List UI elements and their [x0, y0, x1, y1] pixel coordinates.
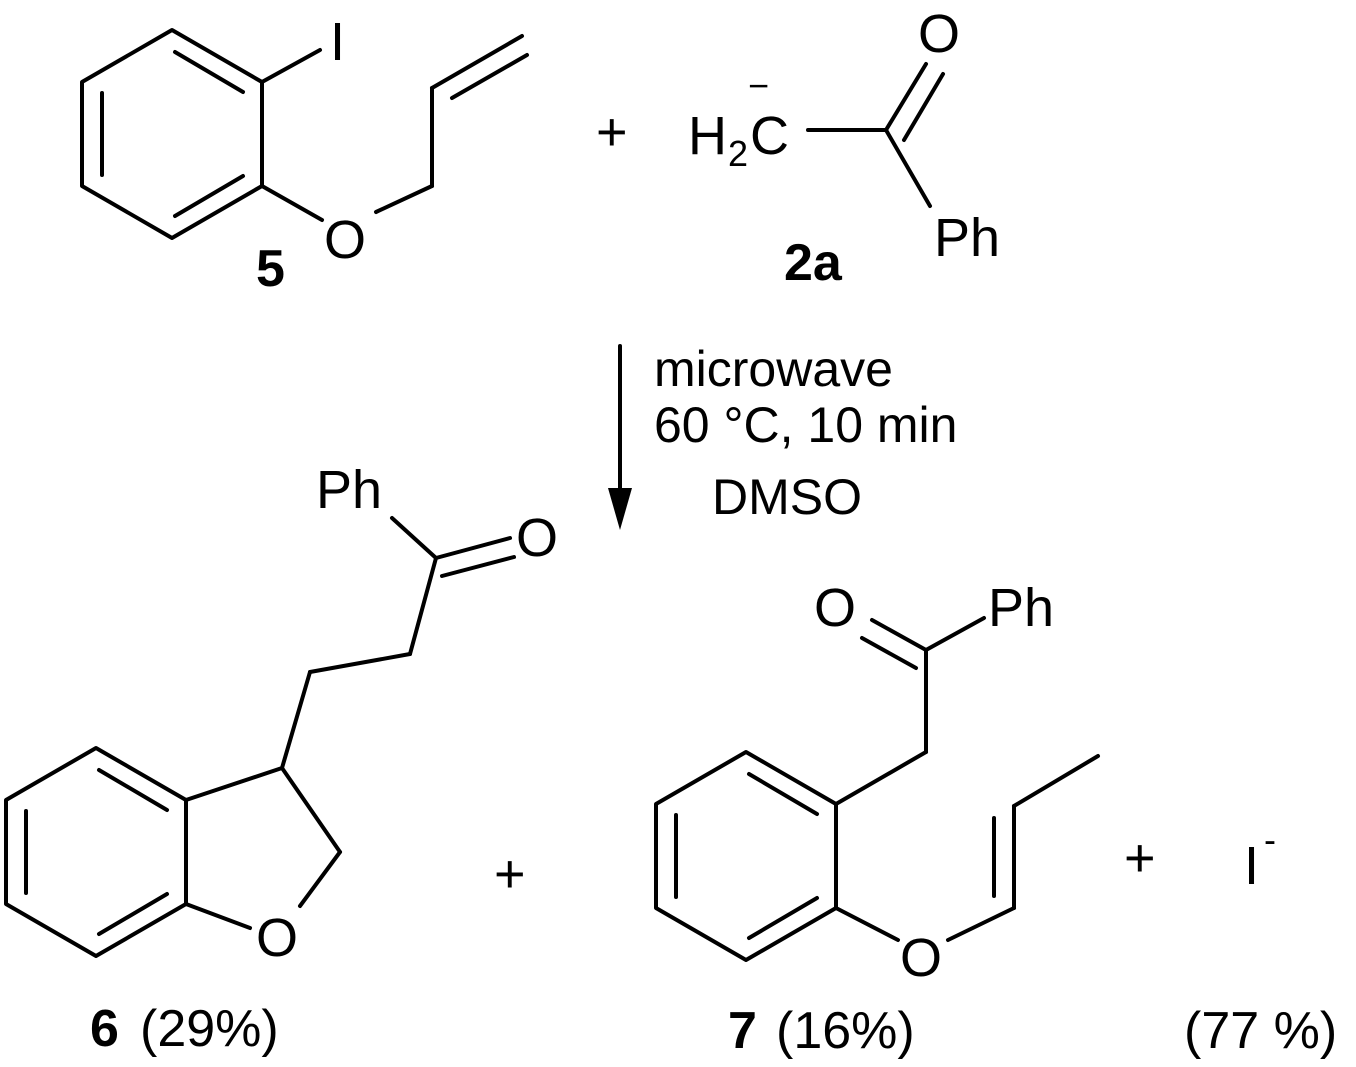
ring-o-bond-7	[834, 906, 900, 942]
carbonyl-double-bond-6	[440, 555, 516, 578]
c-i-bond-5	[260, 48, 322, 84]
iodide-charge: -	[1264, 819, 1276, 860]
carbon-atom-2a: C	[750, 106, 789, 166]
vinyl-methyl-bond-7	[1012, 754, 1100, 808]
compound-label-2a: 2a	[784, 234, 843, 292]
vinyl-double-bond-5	[450, 53, 529, 100]
compound-number-6: 6	[90, 1000, 119, 1058]
o-ch2-bond-5	[374, 184, 434, 214]
benzene-ring-5	[80, 28, 264, 240]
yield-6: (29%)	[140, 1000, 279, 1058]
c-ph-bond-2a	[884, 128, 932, 208]
compound-label-7: 7	[728, 1002, 757, 1060]
carbonyl-c-o-bond-6	[434, 536, 512, 560]
aromatic-inner-bond-7a	[747, 772, 819, 816]
carbonyl-ph-bond-7	[924, 616, 986, 652]
aromatic-inner-bond-6b	[97, 892, 169, 936]
ch2-carbonyl-bond-6	[408, 556, 438, 656]
benzene-ring-7	[654, 750, 838, 962]
phenyl-group-2a: Ph	[934, 208, 1000, 268]
carbonyl-oxygen-7: O	[814, 578, 856, 638]
iodine-atom-5: I	[330, 12, 345, 72]
phenyl-group-6: Ph	[316, 460, 382, 520]
h-atom-2a: H	[688, 106, 727, 166]
aromatic-inner-bond-5b	[173, 174, 245, 218]
yield-iodide: (77 %)	[1184, 1002, 1337, 1060]
arrow-head	[608, 488, 632, 530]
carbonyl-bond-2a	[884, 62, 928, 132]
c3-ch2-bond-6	[280, 670, 312, 770]
compound-5: I O 5	[80, 12, 529, 298]
ring-c-c3-bond-6	[184, 766, 284, 802]
compound-label-5: 5	[256, 240, 285, 298]
ch2-ch2-bond-6	[308, 652, 412, 674]
ring-ch2-bond-7	[834, 750, 928, 806]
carbonyl-c-o-bond-7	[870, 618, 928, 652]
carbonyl-double-bond-2a	[902, 72, 945, 142]
iodide-atom: I	[1244, 836, 1259, 896]
reaction-arrow	[608, 344, 632, 530]
plus-sign-3: +	[1124, 828, 1156, 888]
ring-oxygen-6: O	[256, 908, 298, 968]
phenyl-group-7: Ph	[988, 578, 1054, 638]
condition-temperature-time: 60 °C, 10 min	[654, 397, 957, 453]
c-o-bond-5	[260, 184, 324, 222]
o-vinyl-bond-7	[946, 906, 1016, 942]
condition-solvent: DMSO	[712, 469, 862, 525]
aromatic-inner-bond-7b	[747, 896, 819, 940]
aromatic-inner-bond-5a	[173, 50, 245, 94]
iodide-product: I - (77 %)	[1184, 819, 1337, 1060]
carbonyl-ph-bond-6	[390, 516, 438, 560]
vinyl-bond-5	[430, 34, 524, 90]
compound-6: Ph O O 6 (29%)	[4, 460, 558, 1058]
oxygen-atom-5: O	[324, 210, 366, 270]
carbonyl-double-bond-7	[860, 636, 918, 670]
compound-7: O Ph O 7 (16%)	[654, 578, 1100, 1060]
compound-2a: H 2 C − O Ph 2a	[688, 4, 1000, 292]
o-ring-c-bond-6	[184, 902, 252, 930]
compound-label-6: 6	[90, 1000, 119, 1058]
aromatic-inner-bond-6a	[97, 768, 169, 812]
plus-sign-2: +	[494, 844, 526, 904]
h-subscript-2a: 2	[728, 133, 748, 174]
c3-c2-bond-6	[280, 766, 342, 854]
carbonyl-oxygen-6: O	[516, 508, 558, 568]
yield-7: (16%)	[776, 1002, 915, 1060]
compound-number-7: 7	[728, 1002, 757, 1060]
c2-o-bond-6	[298, 850, 342, 908]
ether-oxygen-7: O	[900, 928, 942, 988]
carbanion-charge-2a: −	[748, 65, 769, 106]
condition-microwave: microwave	[654, 341, 893, 397]
benzene-ring-6	[4, 746, 188, 958]
oxygen-atom-2a: O	[918, 4, 960, 64]
plus-sign-1: +	[596, 102, 628, 162]
